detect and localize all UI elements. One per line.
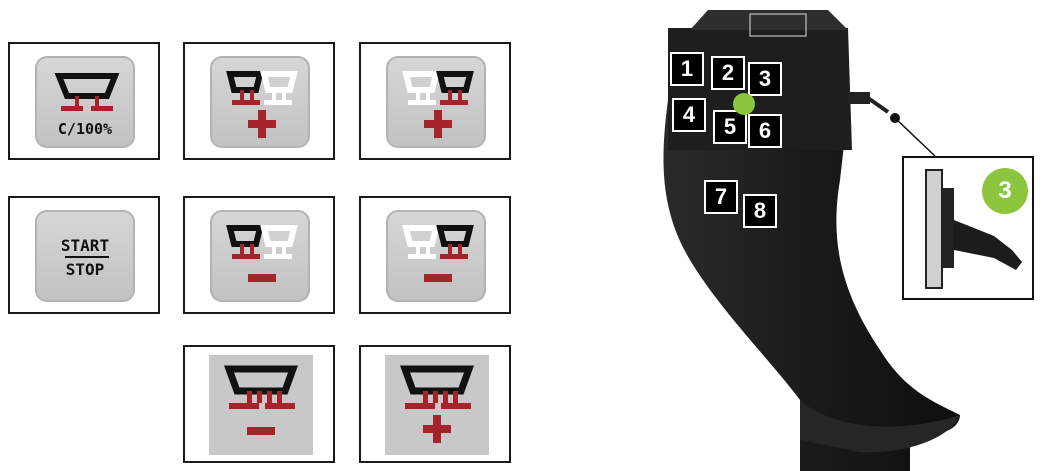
joystick-button-6: 6 [748, 114, 782, 148]
joystick-button-1: 1 [670, 52, 704, 86]
joystick-button-4: 4 [672, 98, 706, 132]
joystick-button-2: 2 [711, 56, 745, 90]
joystick-button-8: 8 [743, 194, 777, 228]
joystick-center-indicator [733, 93, 755, 115]
joystick-button-3: 3 [748, 62, 782, 96]
side-switch-detail: 3 [902, 156, 1034, 300]
joystick-button-7: 7 [704, 180, 738, 214]
callout-badge-3: 3 [982, 168, 1028, 214]
joystick-button-5: 5 [713, 110, 747, 144]
